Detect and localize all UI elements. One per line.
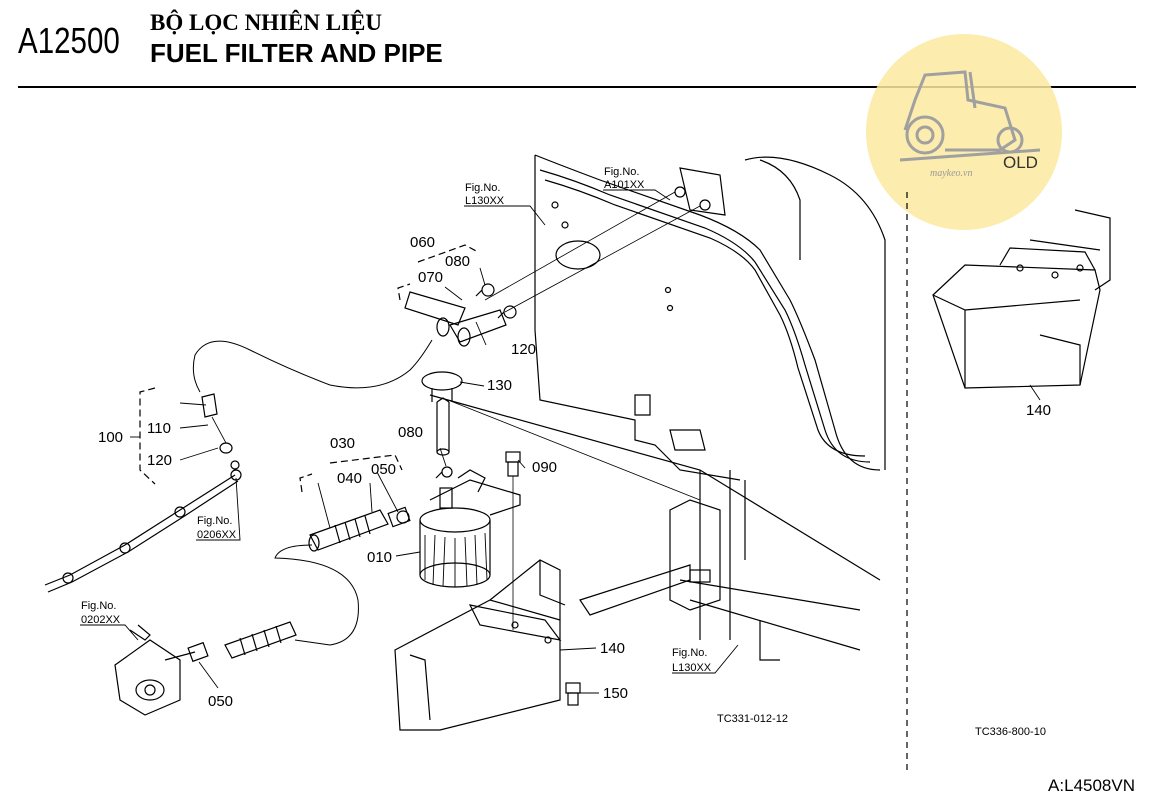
drawing-code-main: TC331-012-12 [717, 713, 788, 725]
bolt-150[interactable] [565, 682, 581, 706]
label-130: 130 [487, 377, 512, 394]
label-010: 010 [367, 549, 392, 566]
label-050-upper: 050 [371, 461, 396, 478]
catalog-code: A12500 [18, 20, 120, 61]
label-050-lower: 050 [208, 693, 233, 710]
frame-rails [429, 394, 881, 661]
clamp-120-upper[interactable] [497, 305, 517, 319]
group-brackets [139, 244, 479, 493]
ref1-label: Fig.No. [465, 182, 500, 194]
label-100: 100 [98, 429, 123, 446]
ref5-code: L130XX [672, 662, 712, 674]
label-030: 030 [330, 435, 355, 452]
label-070: 070 [418, 269, 443, 286]
clamp-080-lower[interactable] [435, 466, 453, 479]
label-140-side: 140 [1026, 402, 1051, 419]
label-060: 060 [410, 234, 435, 251]
fuel-pipe-040[interactable] [274, 506, 411, 646]
ref2-label: Fig.No. [604, 166, 639, 178]
label-120-lower: 120 [147, 452, 172, 469]
ref4-code: 0202XX [81, 614, 121, 626]
frame-panel [534, 154, 886, 481]
fuel-pipe-lower[interactable] [187, 621, 297, 663]
figure-refs: Fig.No. L130XX Fig.No. A101XX Fig.No. 02… [81, 166, 1046, 738]
fuel-line-100[interactable] [192, 339, 433, 470]
label-080-lower: 080 [398, 424, 423, 441]
bracket-140-main[interactable] [394, 559, 566, 731]
label-080-upper: 080 [445, 253, 470, 270]
label-leaders [80, 189, 1041, 694]
hose-070[interactable] [404, 291, 507, 347]
label-120-upper: 120 [511, 341, 536, 358]
bracket-140-side[interactable] [932, 209, 1111, 389]
clamp-130[interactable] [421, 371, 463, 402]
ref3-label: Fig.No. [197, 515, 232, 527]
ref3-code: 0206XX [197, 529, 237, 541]
watermark-old-text: OLD [1003, 153, 1038, 172]
clamp-050-upper[interactable] [396, 510, 410, 524]
ref5-label: Fig.No. [672, 647, 707, 659]
part-labels: 060 080 070 120 130 080 090 030 040 050 … [98, 234, 1051, 710]
watermark-logo: OLD maykeo.vn [866, 34, 1062, 230]
bolt-090[interactable] [505, 451, 521, 630]
fuel-filter-010[interactable] [419, 469, 521, 588]
vertical-hose [436, 397, 450, 456]
drawing-code-side: TC336-800-10 [975, 726, 1046, 738]
page-title-vn: BỘ LỌC NHIÊN LIỆU [150, 10, 382, 35]
fuel-pump [114, 624, 196, 716]
ref2-code: A101XX [604, 179, 645, 191]
page-code: A:L4508VN [1048, 776, 1135, 795]
clamp-080-upper[interactable] [475, 283, 495, 297]
label-110: 110 [147, 420, 171, 437]
label-150: 150 [603, 685, 628, 702]
pipe-0206 [44, 469, 242, 593]
header-rule [18, 86, 1136, 88]
label-040: 040 [337, 470, 362, 487]
page-title-en: FUEL FILTER AND PIPE [150, 38, 443, 68]
ref1-code: L130XX [465, 195, 505, 207]
label-140-main: 140 [600, 640, 625, 657]
label-090: 090 [532, 459, 557, 476]
leader-lines [447, 191, 701, 501]
watermark-site-text: maykeo.vn [930, 168, 972, 179]
ref4-label: Fig.No. [81, 600, 116, 612]
